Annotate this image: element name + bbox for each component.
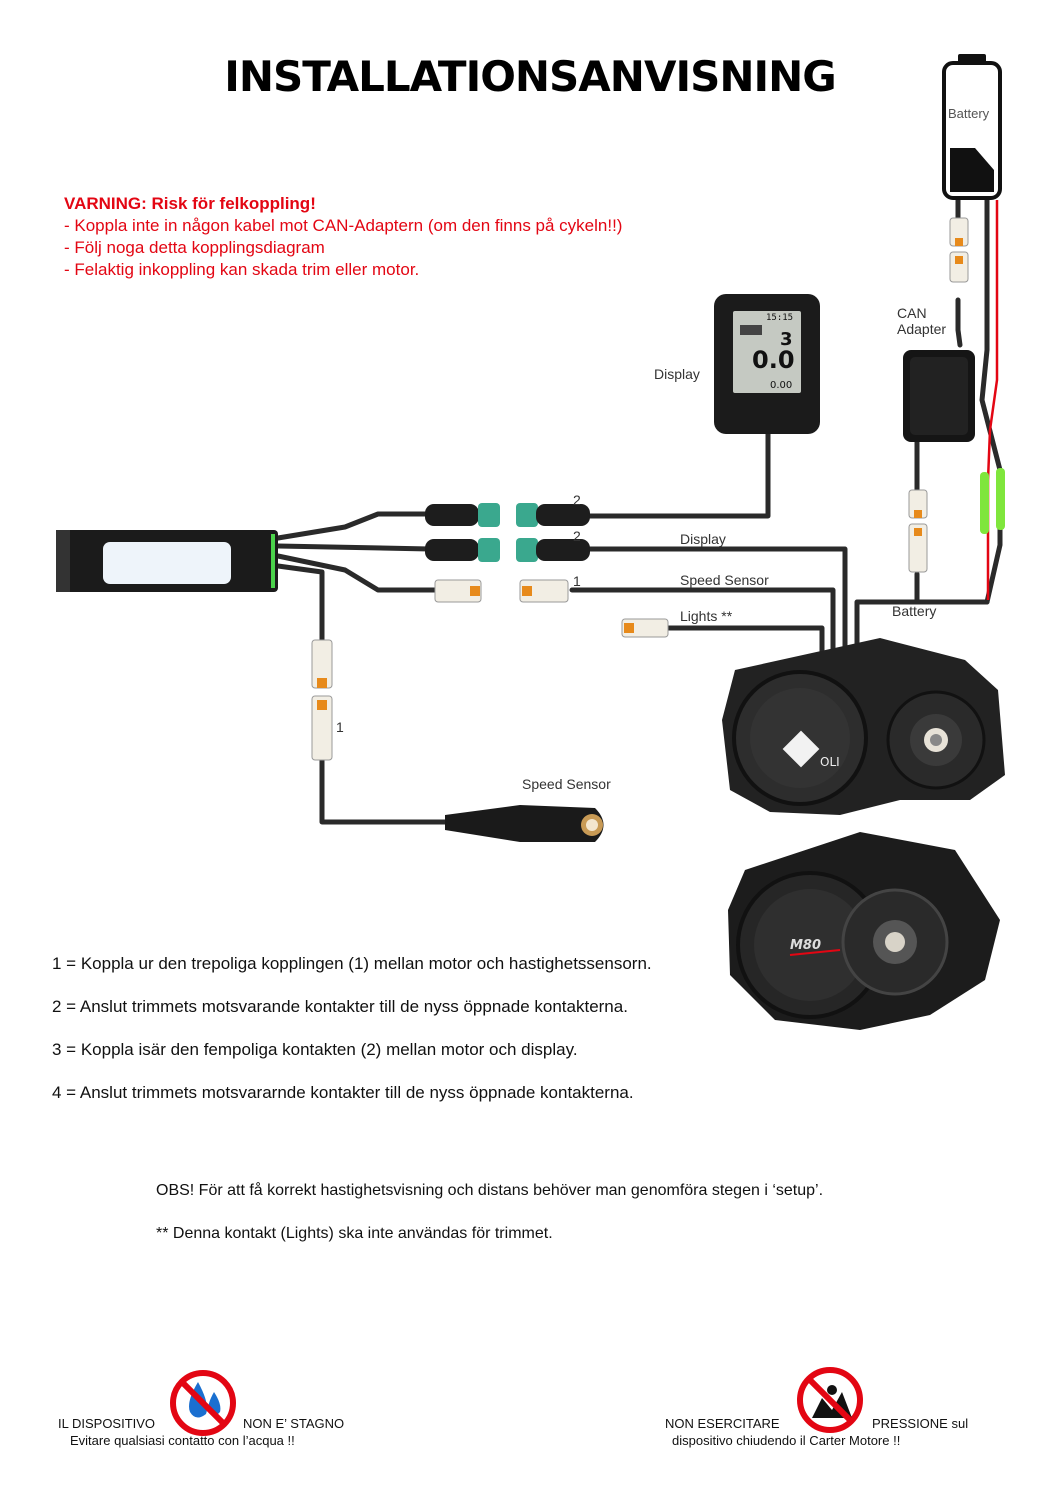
footer-right-line1a: NON ESERCITARE bbox=[665, 1416, 780, 1431]
cable-trim-branch-2 bbox=[275, 543, 433, 552]
cable-speed-motor bbox=[569, 587, 836, 668]
connector-display-trim-1 bbox=[425, 503, 590, 527]
display-screen-time: 15:15 bbox=[766, 313, 793, 323]
speed-sensor-device-label: Speed Sensor bbox=[522, 776, 611, 792]
can-adapter-label-1: CAN bbox=[897, 305, 927, 321]
connector-speed-sensor bbox=[311, 639, 333, 761]
connector-2b-label: 2 bbox=[573, 528, 581, 544]
notes: OBS! För att få korrekt hastighetsvisnin… bbox=[156, 1182, 823, 1268]
cable-trim-branch-1 bbox=[275, 511, 433, 541]
can-adapter-label-2: Adapter bbox=[897, 321, 947, 337]
green-sleeve-left bbox=[980, 472, 989, 534]
motor-oli: OLI bbox=[722, 638, 1005, 815]
motor-m80: M80 bbox=[728, 832, 1000, 1030]
connector-speed-trim bbox=[434, 579, 569, 603]
connector-lights bbox=[621, 618, 669, 638]
battery-icon bbox=[942, 54, 1002, 200]
footer-left-line1b: NON E’ STAGNO bbox=[243, 1416, 345, 1431]
warning-line-3: - Felaktig inkoppling kan skada trim ell… bbox=[64, 260, 420, 279]
can-adapter bbox=[903, 350, 975, 442]
connector-2a-label: 2 bbox=[573, 492, 581, 508]
note-lights: ** Denna kontakt (Lights) ska inte använ… bbox=[156, 1225, 553, 1242]
motor-brand-label: OLI bbox=[820, 755, 840, 769]
connector-1a-label: 1 bbox=[573, 573, 581, 589]
warning-line-2: - Följ noga detta kopplingsdiagram bbox=[64, 238, 325, 257]
step-2: 2 = Anslut trimmets motsvarande kontakte… bbox=[52, 997, 628, 1016]
cable-trim-branch-4 bbox=[275, 563, 325, 643]
footer-left-line2: Evitare qualsiasi contatto con l’acqua !… bbox=[70, 1433, 295, 1448]
no-pressure-icon bbox=[797, 1367, 863, 1433]
page-title: INSTALLATIONSANVISNING bbox=[224, 52, 837, 101]
battery-icon-label: Battery bbox=[948, 106, 990, 121]
cable-speed-sensor bbox=[319, 757, 448, 825]
step-3: 3 = Koppla isär den fempoliga kontakten … bbox=[52, 1040, 578, 1059]
cable-lights-label: Lights ** bbox=[680, 608, 733, 624]
footer-right-line2: dispositivo chiudendo il Carter Motore !… bbox=[672, 1433, 901, 1448]
cable-battery-label: Battery bbox=[892, 603, 937, 619]
instruction-steps: 1 = Koppla ur den trepoliga kopplingen (… bbox=[52, 954, 652, 1126]
step-4: 4 = Anslut trimmets motsvararnde kontakt… bbox=[52, 1083, 634, 1102]
connector-can-out bbox=[908, 489, 928, 573]
footer-left-line1a: IL DISPOSITIVO bbox=[58, 1416, 156, 1431]
cable-display-label: Display bbox=[680, 531, 726, 547]
cable-display-motor bbox=[587, 546, 848, 668]
green-sleeve-right bbox=[996, 468, 1005, 530]
note-setup: OBS! För att få korrekt hastighetsvisnin… bbox=[156, 1182, 824, 1199]
connector-display-trim-2 bbox=[425, 538, 590, 562]
cable-speed-sensor-label: Speed Sensor bbox=[680, 572, 769, 588]
warning-heading: VARNING: Risk för felkoppling! bbox=[64, 194, 316, 213]
display-device: 15:15 3 0.0 0.00 bbox=[714, 294, 820, 434]
no-water-icon bbox=[170, 1370, 236, 1436]
display-screen-distance: 0.00 bbox=[770, 380, 792, 391]
cable-trim-branch-3 bbox=[275, 553, 438, 593]
warning-box: VARNING: Risk för felkoppling! - Koppla … bbox=[64, 193, 622, 281]
display-device-label: Display bbox=[654, 366, 700, 382]
display-screen-level: 3 bbox=[780, 329, 793, 350]
display-screen-speed: 0.0 bbox=[752, 346, 795, 374]
motor-model-label: M80 bbox=[790, 938, 821, 953]
footer-right-line1b: PRESSIONE sul bbox=[872, 1416, 969, 1431]
cable-battery-can bbox=[955, 297, 963, 348]
warning-line-1: - Koppla inte in någon kabel mot CAN-Ada… bbox=[64, 216, 623, 235]
cable-display-device bbox=[587, 429, 771, 519]
speed-sensor-device bbox=[445, 805, 604, 842]
trim-module bbox=[56, 530, 278, 592]
connector-battery-top bbox=[949, 217, 969, 283]
step-1: 1 = Koppla ur den trepoliga kopplingen (… bbox=[52, 954, 652, 973]
connector-1b-label: 1 bbox=[336, 719, 344, 735]
